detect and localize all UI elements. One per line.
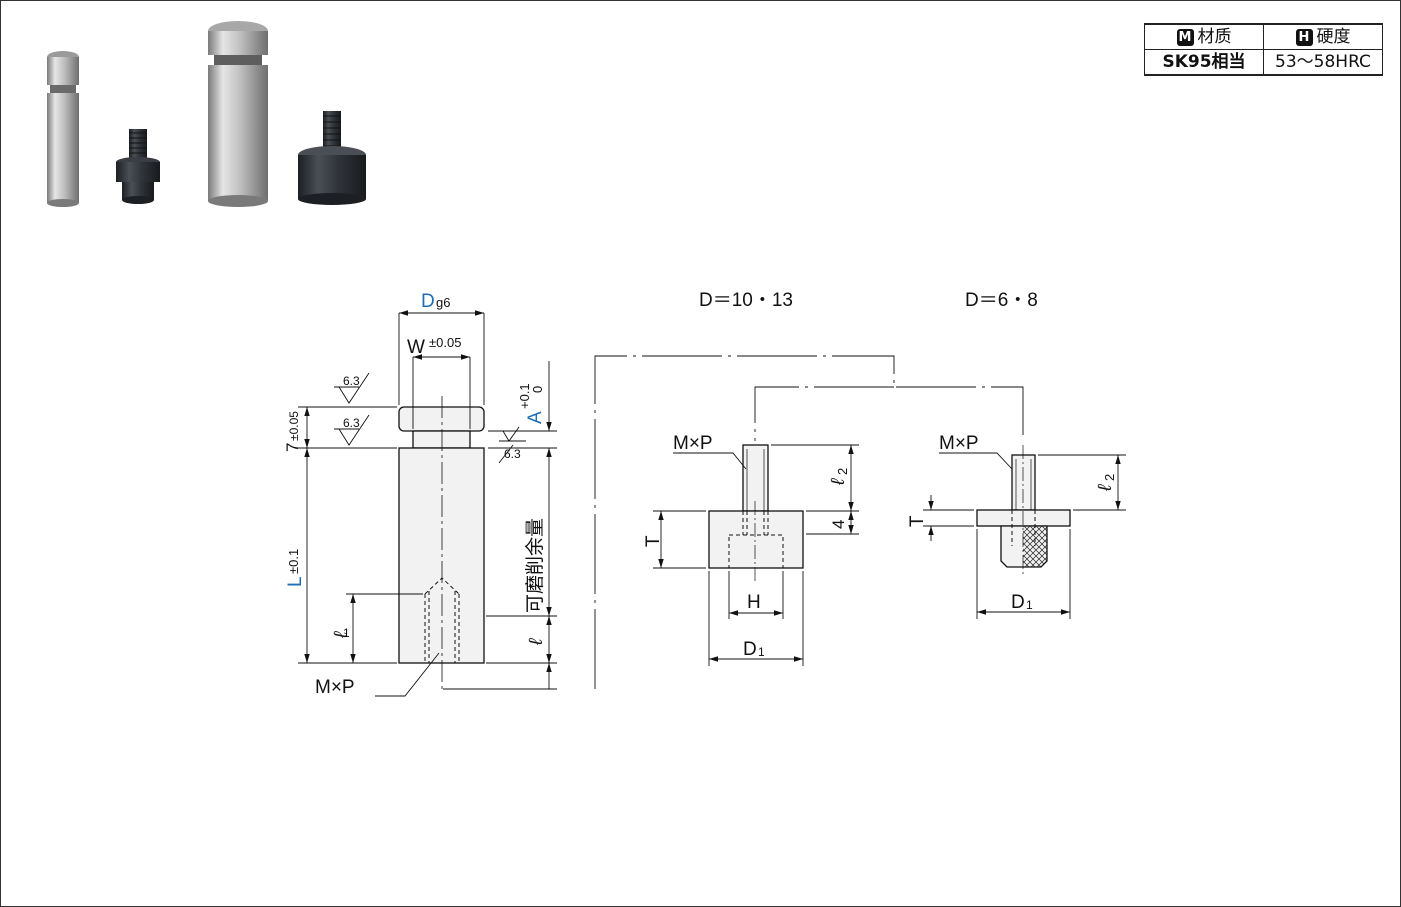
large-stopper-photo [298,111,366,205]
pin-mxp-label: M×P [315,677,355,698]
right-d1-sub: 1 [1026,598,1033,612]
right-mxp-label: M×P [939,433,979,454]
d-tolerance: g6 [436,295,450,310]
roughness-2: 6.3 [343,416,360,430]
middle-base [708,510,804,569]
material-header: 材质 [1197,27,1232,47]
right-dimensions [923,452,1126,619]
pin-body [398,447,485,664]
right-stopper-view [976,445,1071,576]
middle-h-label: H [747,592,761,613]
middle-l2-label: ℓ [828,478,849,486]
ell-label: ℓ [526,638,547,646]
a-label: A [525,411,546,424]
l1-label: ℓ [331,631,352,639]
dim-7-tolerance: ±0.05 [287,411,301,441]
pin-dimensions [298,310,557,697]
pin-neck [412,430,471,449]
material-badge-icon: M [1176,29,1194,46]
small-pin-photo [47,51,79,207]
pin-head [398,406,485,432]
spec-table-value-row: SK95相当 53～58HRC [1144,49,1383,76]
hardness-header: 硬度 [1316,27,1351,47]
material-value: SK95相当 [1144,49,1264,76]
dim-7-label: 7 [283,443,302,452]
l1-sub: 1 [343,626,350,640]
pin-tapped-hole [424,577,460,663]
product-photos [47,21,366,207]
l-tolerance: ±0.1 [286,549,301,574]
middle-stopper-view [708,444,804,581]
middle-labels: D＝10・13 M×P ℓ 2 4 T H D 1 [643,290,850,660]
right-l2-label: ℓ [1095,484,1116,492]
right-t-label: T [907,515,928,527]
view-bracket [594,355,1024,689]
hardness-badge-icon: H [1295,29,1313,46]
middle-d1-label: D [743,639,757,660]
middle-l2-sub: 2 [835,468,850,475]
middle-dimensions [653,444,859,666]
hardness-value: 53～58HRC [1263,49,1383,76]
middle-d1-sub: 1 [758,645,765,659]
middle-t-label: T [643,535,664,547]
right-labels: D＝6・8 M×P ℓ 2 T D 1 [907,290,1117,613]
w-tolerance: ±0.05 [429,335,461,350]
grind-allowance-label: 可磨削余量 [524,518,546,613]
roughness-1: 6.3 [343,374,360,388]
pin-view [398,396,485,691]
l-label: L [285,576,306,587]
a-tol-lower: 0 [530,386,545,393]
roughness-3: 6.3 [504,447,521,461]
pin-labels: D g6 W ±0.05 6.3 6.3 6.3 7 ±0.05 L ±0.1 … [283,291,547,698]
middle-mxp-label: M×P [673,433,713,454]
right-flange [976,509,1071,527]
right-l2-sub: 2 [1102,474,1117,481]
right-d1-label: D [1011,592,1025,613]
right-knurl [1023,526,1047,567]
a-tol-upper: +0.1 [517,383,532,409]
middle-dim-4: 4 [829,520,848,529]
right-title: D＝6・8 [965,290,1038,311]
w-label: W [407,337,425,358]
small-stopper-photo [116,129,160,204]
d-label: D [421,291,435,312]
large-pin-photo [208,21,268,207]
middle-title: D＝10・13 [699,290,793,311]
right-stud [1011,454,1036,511]
